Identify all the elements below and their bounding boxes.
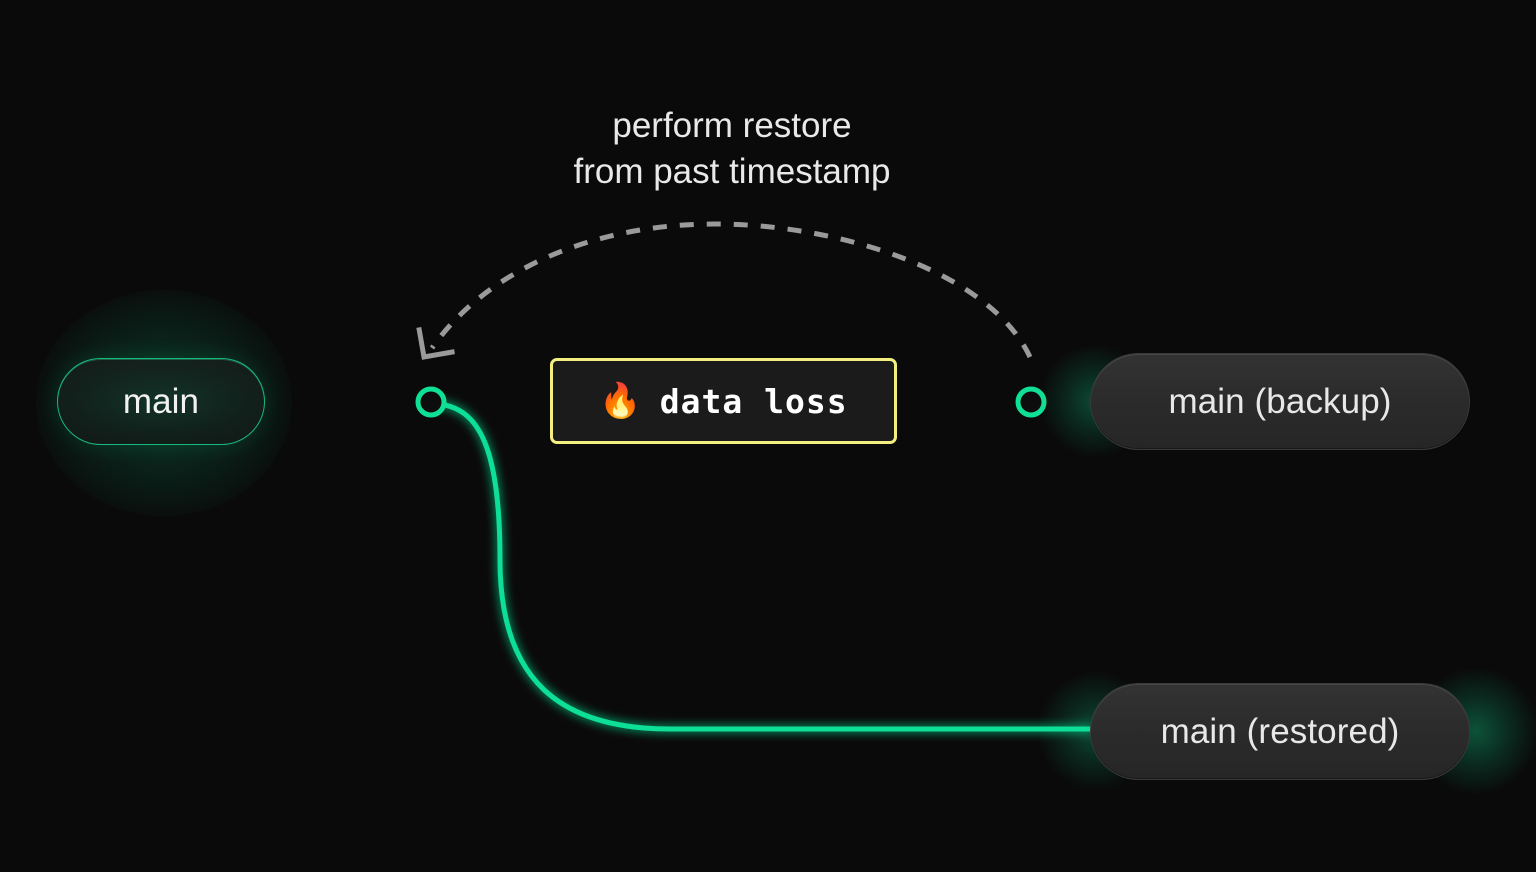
node-main-backup-label: main (backup) (1168, 381, 1392, 421)
node-main-restored[interactable]: main (restored) (1090, 683, 1470, 780)
restore-arrow-head (416, 327, 455, 360)
backup-commit-dot (1015, 386, 1047, 418)
restore-arrow-arc (429, 221, 1033, 359)
data-loss-label: data loss (659, 381, 848, 421)
node-main-label: main (122, 381, 200, 421)
node-main-restored-label: main (restored) (1160, 711, 1400, 751)
node-main-backup[interactable]: main (backup) (1090, 353, 1470, 450)
branch-point-dot (415, 386, 447, 418)
restore-caption: perform restore from past timestamp (573, 106, 891, 191)
node-main[interactable]: main (57, 358, 265, 445)
data-loss-box[interactable]: 🔥 data loss (550, 358, 897, 444)
edge-branch-to-restored (435, 401, 1093, 732)
fire-icon: 🔥 (599, 381, 642, 421)
